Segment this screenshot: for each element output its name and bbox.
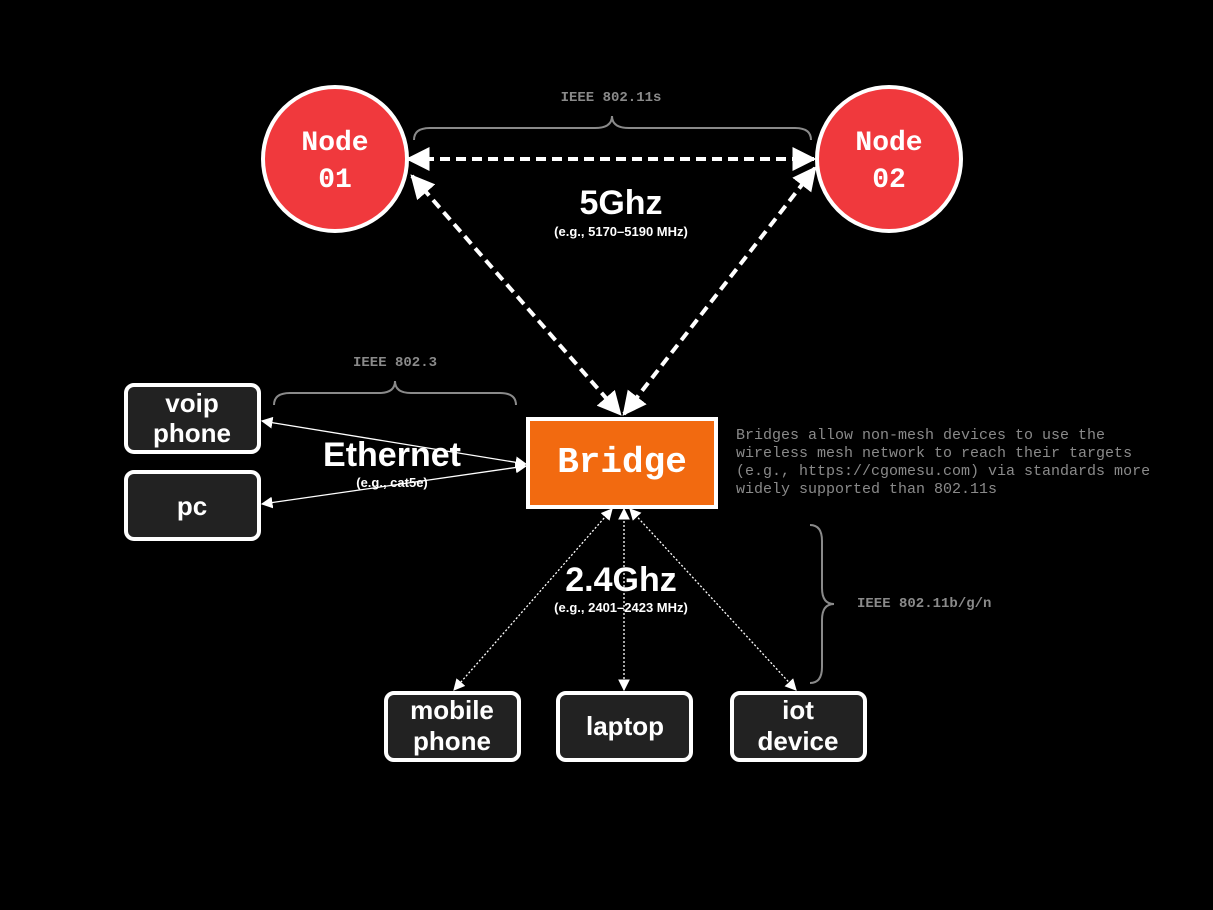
ethernet-link-pc bbox=[260, 461, 528, 509]
wifi-band-range: (e.g., 2401–2423 MHz) bbox=[554, 600, 688, 615]
wifi-link-iot-device bbox=[629, 508, 797, 691]
bridge: Bridge bbox=[526, 417, 718, 509]
ethernet-title: Ethernet bbox=[323, 436, 461, 474]
voip-phone-device: voip phone bbox=[124, 383, 261, 454]
iot-device-device: iot device bbox=[730, 691, 867, 762]
bridge-note-line: widely supported than 802.11s bbox=[736, 481, 997, 498]
bridge-note: Bridges allow non-mesh devices to use th… bbox=[736, 427, 1150, 498]
mesh-band-title: 5Ghz bbox=[579, 184, 662, 222]
iot-device-line1: iot bbox=[782, 695, 814, 725]
wifi-band-title: 2.4Ghz bbox=[565, 561, 676, 599]
ethernet-link-voip-phone bbox=[260, 416, 528, 469]
node-01-line2: 01 bbox=[318, 165, 352, 196]
mobile-phone-line2: phone bbox=[413, 726, 491, 756]
ieee-80211bgn-brace bbox=[809, 524, 835, 684]
laptop-label: laptop bbox=[586, 711, 664, 741]
ieee-8023-brace bbox=[273, 380, 517, 406]
pc-device: pc bbox=[124, 470, 261, 541]
mesh-band-range: (e.g., 5170–5190 MHz) bbox=[554, 224, 688, 239]
ieee-8023-label: IEEE 802.3 bbox=[353, 355, 437, 371]
ieee-80211s-label: IEEE 802.11s bbox=[561, 90, 662, 106]
bridge-note-line: Bridges allow non-mesh devices to use th… bbox=[736, 427, 1105, 444]
node-02-line1: Node bbox=[855, 128, 922, 159]
iot-device-line2: device bbox=[758, 726, 839, 756]
pc-label: pc bbox=[177, 491, 207, 521]
ieee-80211bgn-label: IEEE 802.11b/g/n bbox=[857, 596, 991, 612]
mobile-phone-device: mobile phone bbox=[384, 691, 521, 762]
ethernet-example: (e.g., cat5e) bbox=[356, 475, 428, 490]
voip-phone-line1: voip bbox=[165, 388, 218, 418]
bridge-note-line: wireless mesh network to reach their tar… bbox=[736, 445, 1132, 462]
bridge-note-line: (e.g., https://cgomesu.com) via standard… bbox=[736, 463, 1150, 480]
bridge-label: Bridge bbox=[557, 442, 687, 483]
node-02-line2: 02 bbox=[872, 165, 906, 196]
node-01-line1: Node bbox=[301, 128, 368, 159]
node-01: Node 01 bbox=[261, 85, 409, 233]
wifi-link-mobile-phone bbox=[453, 508, 613, 691]
mesh-link-node02-bridge bbox=[622, 166, 817, 416]
laptop-device: laptop bbox=[556, 691, 693, 762]
mesh-link-node01-bridge bbox=[410, 174, 622, 416]
voip-phone-line2: phone bbox=[153, 418, 231, 448]
ieee-80211s-brace bbox=[413, 115, 812, 141]
mobile-phone-line1: mobile bbox=[410, 695, 494, 725]
node-02: Node 02 bbox=[815, 85, 963, 233]
